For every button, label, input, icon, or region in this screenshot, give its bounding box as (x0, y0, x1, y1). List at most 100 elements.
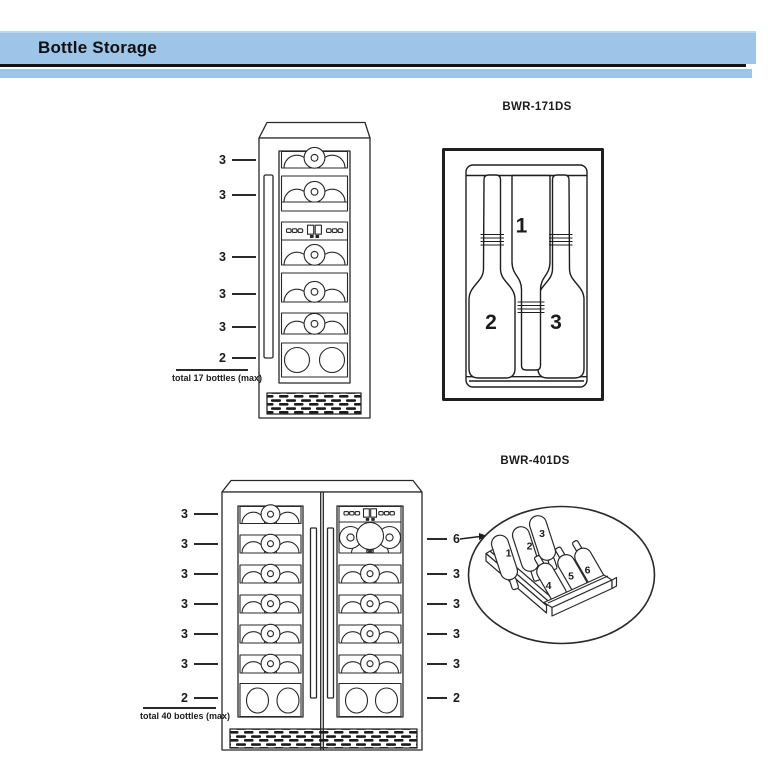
cabinet-top (221, 479, 423, 493)
shelf-count-row: 3 (166, 655, 218, 673)
leader-line (194, 603, 218, 605)
shelf-isometric-illustration: 1 2 3 4 5 6 (467, 505, 656, 645)
header-strip (0, 69, 752, 78)
shelf-front-rail (543, 574, 618, 617)
model-label-bwr-171ds: BWR-171DS (502, 101, 572, 113)
shelf-count-label: 3 (181, 537, 188, 551)
shelf-count-label: 3 (453, 597, 460, 611)
shelf-count-label: 3 (219, 188, 226, 202)
shelf-count-label: 6 (453, 532, 460, 546)
shelf-count-row: 3 (166, 625, 218, 643)
bottle-number: 1 (516, 215, 528, 238)
shelf-rows (280, 146, 349, 378)
control-panel (338, 505, 402, 523)
left-door-handle (309, 527, 318, 699)
leader-line (232, 293, 256, 295)
shelf-top-view-illustration: 1 2 3 (442, 148, 604, 401)
arrow-icon (459, 533, 488, 540)
six-bottle-row (338, 521, 402, 554)
right-door-handle (326, 527, 335, 699)
vent-grille (266, 392, 362, 415)
model-label-bwr-401ds: BWR-401DS (500, 455, 570, 467)
right-shelf-rows (338, 505, 402, 718)
shelf-count-label: 3 (181, 597, 188, 611)
shelf-count-row: 2 (427, 689, 460, 707)
wine-cooler-double-door-illustration (221, 479, 423, 751)
leader-line (194, 633, 218, 635)
bottle-number: 2 (485, 311, 497, 334)
door-handle (263, 174, 274, 359)
bottle-outline (468, 174, 516, 379)
header-bar: Bottle Storage (0, 31, 756, 64)
front-row-bottles (533, 540, 605, 603)
shelf-count-row: 3 (427, 595, 460, 613)
shelf-count-label: 3 (453, 657, 460, 671)
leader-line (427, 538, 447, 540)
total-underline (176, 369, 248, 371)
bottle-number: 3 (539, 528, 545, 540)
shelf-count-row: 3 (202, 151, 256, 169)
magnifier-circle (467, 505, 656, 645)
shelf-count-label: 3 (181, 627, 188, 641)
bottle-number: 4 (546, 580, 552, 592)
shelf-count-row: 2 (166, 689, 218, 707)
shelf-count-label: 3 (453, 567, 460, 581)
leader-line (427, 573, 447, 575)
shelf-count-row: 3 (166, 535, 218, 553)
page-title: Bottle Storage (38, 38, 157, 57)
bottle-number: 1 (506, 548, 512, 560)
shelf-count-row: 3 (427, 625, 460, 643)
control-panel (280, 221, 349, 241)
total-caption: total 40 bottles (max) (140, 711, 231, 721)
shelf-count-label: 3 (219, 250, 226, 264)
shelf-count-label: 2 (219, 351, 226, 365)
bottle-outline (511, 174, 551, 371)
shelf-count-label: 2 (453, 691, 460, 705)
bottle-number: 5 (568, 571, 574, 583)
bottle-number: 6 (585, 565, 591, 577)
shelf-count-label: 3 (219, 320, 226, 334)
shelf-count-row: 3 (202, 318, 256, 336)
shelf-count-row: 3 (166, 565, 218, 583)
total-underline (143, 707, 216, 709)
shelf-count-row: 3 (166, 595, 218, 613)
shelf-count-label: 3 (453, 627, 460, 641)
leader-line (427, 633, 447, 635)
shelf-count-label: 3 (219, 153, 226, 167)
leader-line (427, 663, 447, 665)
leader-line (194, 573, 218, 575)
leader-line (194, 543, 218, 545)
shelf-count-row: 6 (427, 530, 460, 548)
bottle-number: 2 (527, 541, 533, 553)
shelf-count-row: 2 (202, 349, 256, 367)
shelf-count-label: 2 (181, 691, 188, 705)
shelf-count-row: 3 (202, 186, 256, 204)
leader-line (232, 194, 256, 196)
vent-grille (229, 728, 418, 749)
shelf-count-row: 3 (427, 655, 460, 673)
shelf-count-row: 3 (202, 248, 256, 266)
bottle-number: 3 (550, 311, 562, 334)
wine-cooler-single-door-illustration (258, 121, 371, 419)
total-caption: total 17 bottles (max) (172, 373, 263, 383)
cabinet-top (258, 121, 371, 139)
leader-line (194, 697, 218, 699)
back-row-bottles (490, 515, 558, 591)
leader-line (232, 159, 256, 161)
wire-bands (480, 233, 573, 314)
leader-line (232, 326, 256, 328)
shelf-count-label: 3 (181, 567, 188, 581)
shelf-count-label: 3 (181, 507, 188, 521)
shelf-count-row: 3 (166, 505, 218, 523)
leader-line (232, 256, 256, 258)
leader-line (232, 357, 256, 359)
shelf-count-label: 3 (219, 287, 226, 301)
leader-line (427, 603, 447, 605)
left-shelf-rows (239, 504, 302, 718)
shelf-count-row: 3 (202, 285, 256, 303)
header-rule (0, 64, 746, 67)
shelf-count-row: 3 (427, 565, 460, 583)
leader-line (427, 697, 447, 699)
leader-line (194, 513, 218, 515)
